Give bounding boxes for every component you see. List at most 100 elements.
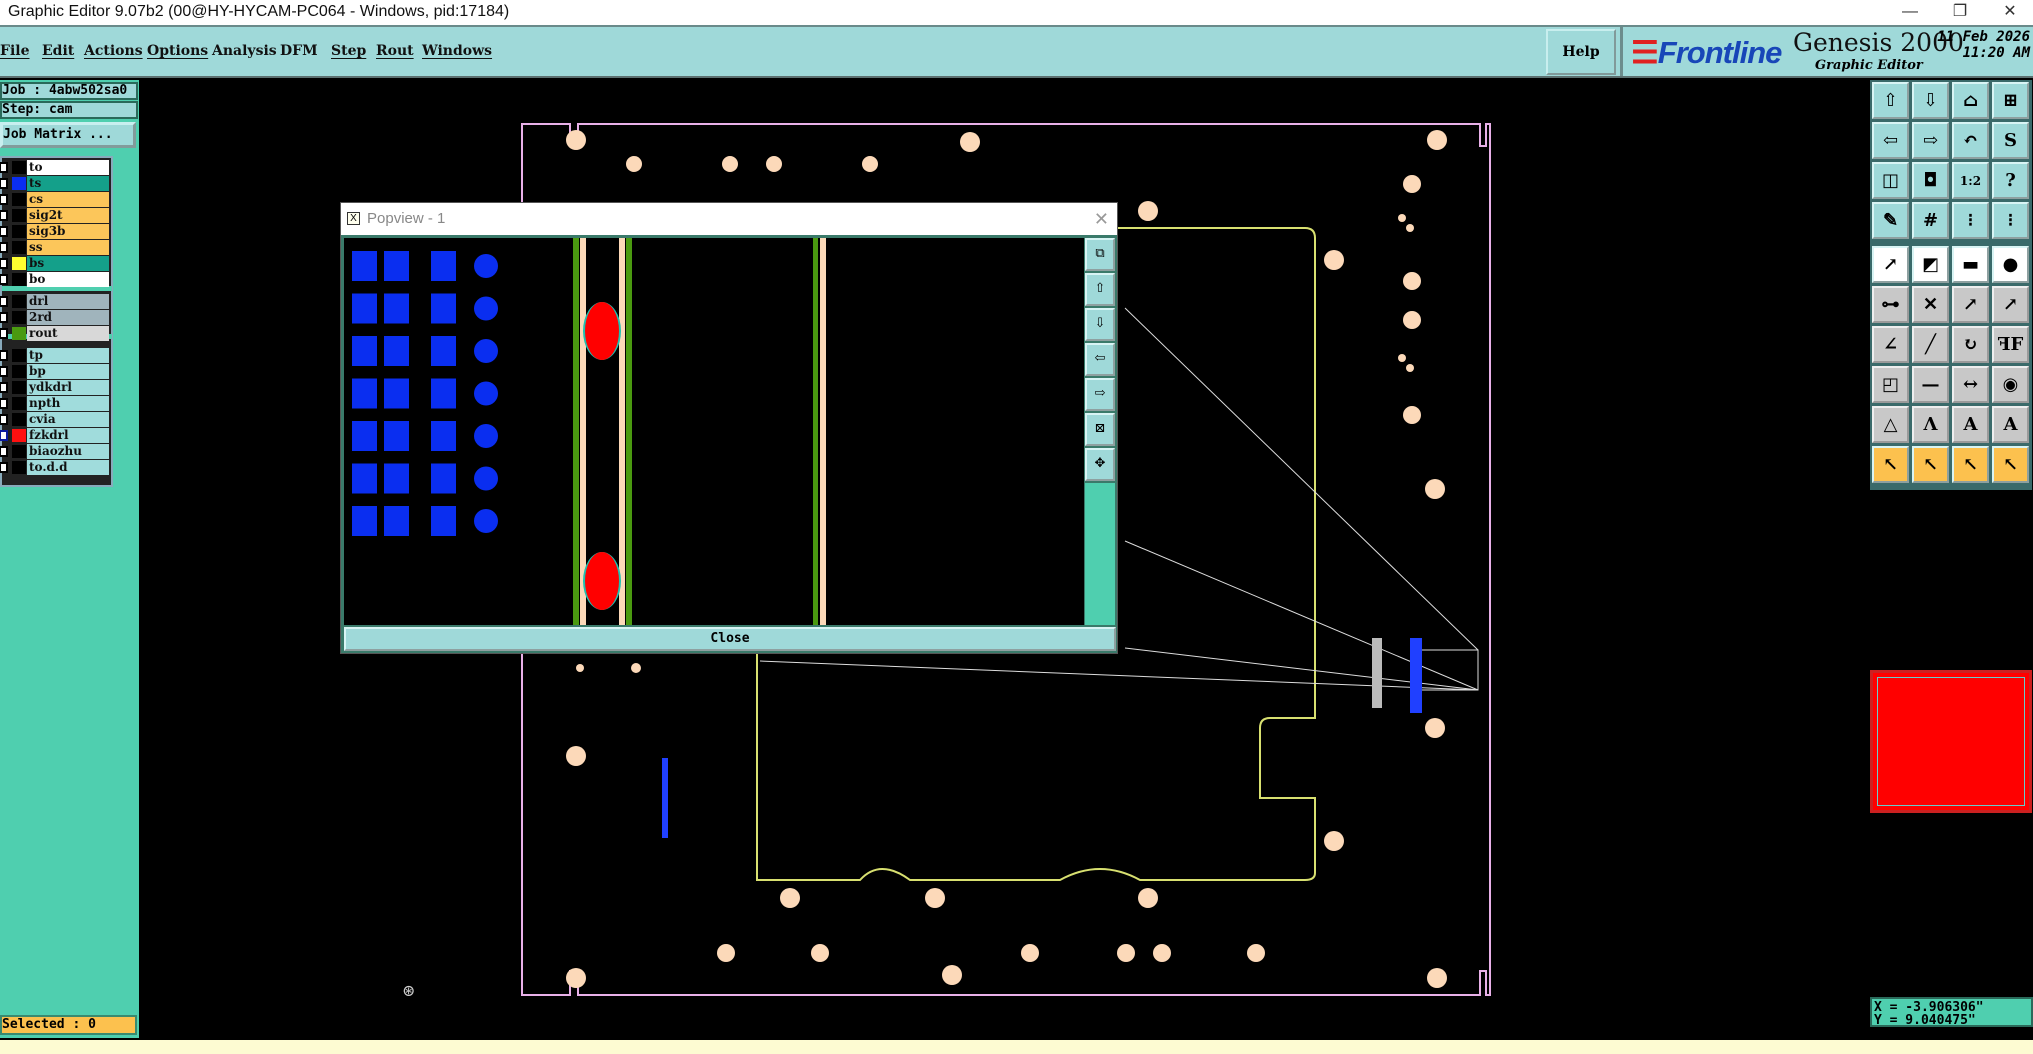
menu-step[interactable]: Step: [331, 43, 367, 59]
popview-close-button[interactable]: Close: [344, 627, 1116, 651]
arc-icon[interactable]: △: [1872, 406, 1909, 443]
ruler-icon[interactable]: ▬: [1952, 246, 1989, 283]
layer-row-bp[interactable]: bp: [0, 364, 112, 379]
up-arrow-icon[interactable]: ⇧: [1872, 82, 1909, 119]
menu-windows[interactable]: Windows: [422, 43, 493, 59]
layer-checkbox[interactable]: [0, 398, 8, 409]
job-matrix-button[interactable]: Job Matrix ...: [0, 122, 136, 148]
net-top-icon[interactable]: ⁝: [1952, 202, 1989, 239]
zoom-out-icon[interactable]: ◫: [1872, 162, 1909, 199]
snake-icon[interactable]: S: [1992, 122, 2029, 159]
layer-name[interactable]: tp: [27, 348, 109, 363]
delete-icon[interactable]: ✕: [1912, 286, 1949, 323]
layer-row-npth[interactable]: npth: [0, 396, 112, 411]
menu-dfm[interactable]: DFM: [280, 43, 318, 59]
home-icon[interactable]: ⌂: [1952, 82, 1989, 119]
layer-checkbox[interactable]: [0, 162, 8, 173]
layer-name[interactable]: to.d.d: [27, 460, 109, 475]
popview-zoom-in-button[interactable]: ✥: [1085, 448, 1115, 481]
layer-checkbox[interactable]: [0, 296, 8, 307]
select-window-icon[interactable]: ◩: [1912, 246, 1949, 283]
layer-row-cs[interactable]: cs: [0, 192, 112, 207]
layer-row-tp[interactable]: tp: [0, 348, 112, 363]
layer-row-ydkdrl[interactable]: ydkdrl: [0, 380, 112, 395]
pan-right-icon[interactable]: ⇨: [1912, 122, 1949, 159]
layer-name[interactable]: cs: [27, 192, 109, 207]
layer-checkbox[interactable]: [0, 382, 8, 393]
layer-checkbox[interactable]: [0, 414, 8, 425]
popview-pan-right-button[interactable]: ⇨: [1085, 378, 1115, 411]
popview-canvas[interactable]: [344, 238, 1084, 625]
layer-name[interactable]: cvia: [27, 412, 109, 427]
pointer-icon[interactable]: ↖: [1872, 446, 1909, 483]
zoom-in-icon[interactable]: ◘: [1912, 162, 1949, 199]
tools-icon[interactable]: ✎: [1872, 202, 1909, 239]
layer-checkbox[interactable]: [0, 312, 8, 323]
layer-name[interactable]: sig3b: [27, 224, 109, 239]
layer-checkbox[interactable]: [0, 226, 8, 237]
layer-checkbox[interactable]: [0, 366, 8, 377]
pcb-board-view[interactable]: ⊛: [140, 78, 1868, 1038]
popview-close-icon[interactable]: ✕: [1093, 209, 1109, 229]
layer-name[interactable]: sig2t: [27, 208, 109, 223]
net-bottom-icon[interactable]: ⁝: [1992, 202, 2029, 239]
layer-row-drl[interactable]: drl: [0, 294, 112, 309]
layer-name[interactable]: ydkdrl: [27, 380, 109, 395]
layer-checkbox[interactable]: [0, 328, 8, 339]
rotate-icon[interactable]: ↻: [1952, 326, 1989, 363]
pointer-poly-icon[interactable]: ↖: [1952, 446, 1989, 483]
menu-rout[interactable]: Rout: [376, 43, 414, 59]
popview-pan-left-button[interactable]: ⇦: [1085, 343, 1115, 376]
layer-name[interactable]: to: [27, 160, 109, 175]
pad-icon[interactable]: ●: [1992, 246, 2029, 283]
mirror-icon[interactable]: ꟻF: [1992, 326, 2029, 363]
overview-preview[interactable]: [1870, 670, 2032, 813]
layer-name[interactable]: npth: [27, 396, 109, 411]
layer-name[interactable]: bp: [27, 364, 109, 379]
layer-checkbox[interactable]: [0, 430, 8, 441]
menu-file[interactable]: File: [0, 43, 30, 59]
popview-zoom-out-button[interactable]: ⊠: [1085, 413, 1115, 446]
popview-pan-up-button[interactable]: ⇧: [1085, 273, 1115, 306]
arc2-icon[interactable]: Λ: [1912, 406, 1949, 443]
popview-pan-down-button[interactable]: ⇩: [1085, 308, 1115, 341]
down-arrow-icon[interactable]: ⇩: [1912, 82, 1949, 119]
layer-name[interactable]: 2rd: [27, 310, 109, 325]
layer-row-biaozhu[interactable]: biaozhu: [0, 444, 112, 459]
move-icon[interactable]: ↗: [1872, 246, 1909, 283]
layer-checkbox[interactable]: [0, 350, 8, 361]
menu-actions[interactable]: Actions: [84, 43, 143, 59]
layer-row-ts[interactable]: ts: [0, 176, 112, 191]
layer-name[interactable]: ts: [27, 176, 109, 191]
menu-edit[interactable]: Edit: [42, 43, 75, 59]
layer-row-2rd[interactable]: 2rd: [0, 310, 112, 325]
layer-checkbox[interactable]: [0, 274, 8, 285]
layer-row-sig3b[interactable]: sig3b: [0, 224, 112, 239]
layer-name[interactable]: bs: [27, 256, 109, 271]
menu-options[interactable]: Options: [147, 43, 209, 59]
pointer-net-icon[interactable]: ↖: [1992, 446, 2029, 483]
arc3-icon[interactable]: A: [1952, 406, 1989, 443]
layer-name[interactable]: bo: [27, 272, 109, 287]
layer-checkbox[interactable]: [0, 194, 8, 205]
layer-checkbox[interactable]: [0, 242, 8, 253]
connect-icon[interactable]: ⊶: [1872, 286, 1909, 323]
layer-row-sig2t[interactable]: sig2t: [0, 208, 112, 223]
move-point-icon[interactable]: ↗: [1992, 286, 2029, 323]
menu-analysis[interactable]: Analysis: [212, 43, 277, 59]
layer-checkbox[interactable]: [0, 178, 8, 189]
pan-left-icon[interactable]: ⇦: [1872, 122, 1909, 159]
segment-icon[interactable]: —: [1912, 366, 1949, 403]
scale-icon[interactable]: 1:2: [1952, 162, 1989, 199]
popview-swap-button[interactable]: ⧉: [1085, 238, 1115, 271]
copy-icon[interactable]: ↗: [1952, 286, 1989, 323]
grid-icon[interactable]: #: [1912, 202, 1949, 239]
layer-checkbox[interactable]: [0, 446, 8, 457]
help-icon[interactable]: ?: [1992, 162, 2029, 199]
layer-name[interactable]: biaozhu: [27, 444, 109, 459]
layer-row-to-d-d[interactable]: to.d.d: [0, 460, 112, 475]
layer-name[interactable]: fzkdrl: [27, 428, 109, 443]
layer-checkbox[interactable]: [0, 258, 8, 269]
layer-checkbox[interactable]: [0, 462, 8, 473]
slant-line-icon[interactable]: ╱: [1912, 326, 1949, 363]
